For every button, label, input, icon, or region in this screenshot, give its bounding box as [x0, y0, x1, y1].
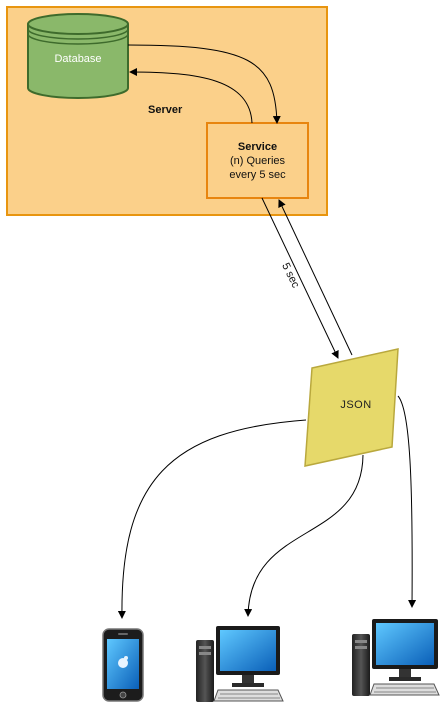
- arrow-json-to-phone: [117, 419, 307, 619]
- arrow-json-to-desktop-2: [397, 395, 417, 608]
- arrow-json-to-desktop-1: [244, 454, 364, 617]
- service-line-1: (n) Queries: [229, 155, 286, 167]
- json-label: JSON: [340, 399, 372, 411]
- database-cylinder: [27, 13, 129, 99]
- smartphone-icon: [102, 628, 144, 702]
- desktop-computer-icon: [352, 619, 440, 696]
- arrow-json-to-service: [278, 199, 353, 356]
- arrow-service-to-database: [129, 68, 253, 124]
- service-line-2: every 5 sec: [229, 169, 286, 181]
- service-title: Service: [237, 141, 278, 153]
- server-label: Server: [148, 104, 183, 116]
- arrow-service-to-json: [261, 197, 339, 359]
- service-box: [206, 122, 309, 199]
- service-text: Service (n) Queries every 5 sec: [207, 123, 308, 198]
- desktop-computer-icon: [196, 626, 284, 702]
- database-label: Database: [54, 53, 102, 65]
- json-shape: [304, 348, 399, 467]
- arrow-database-to-service: [127, 44, 281, 124]
